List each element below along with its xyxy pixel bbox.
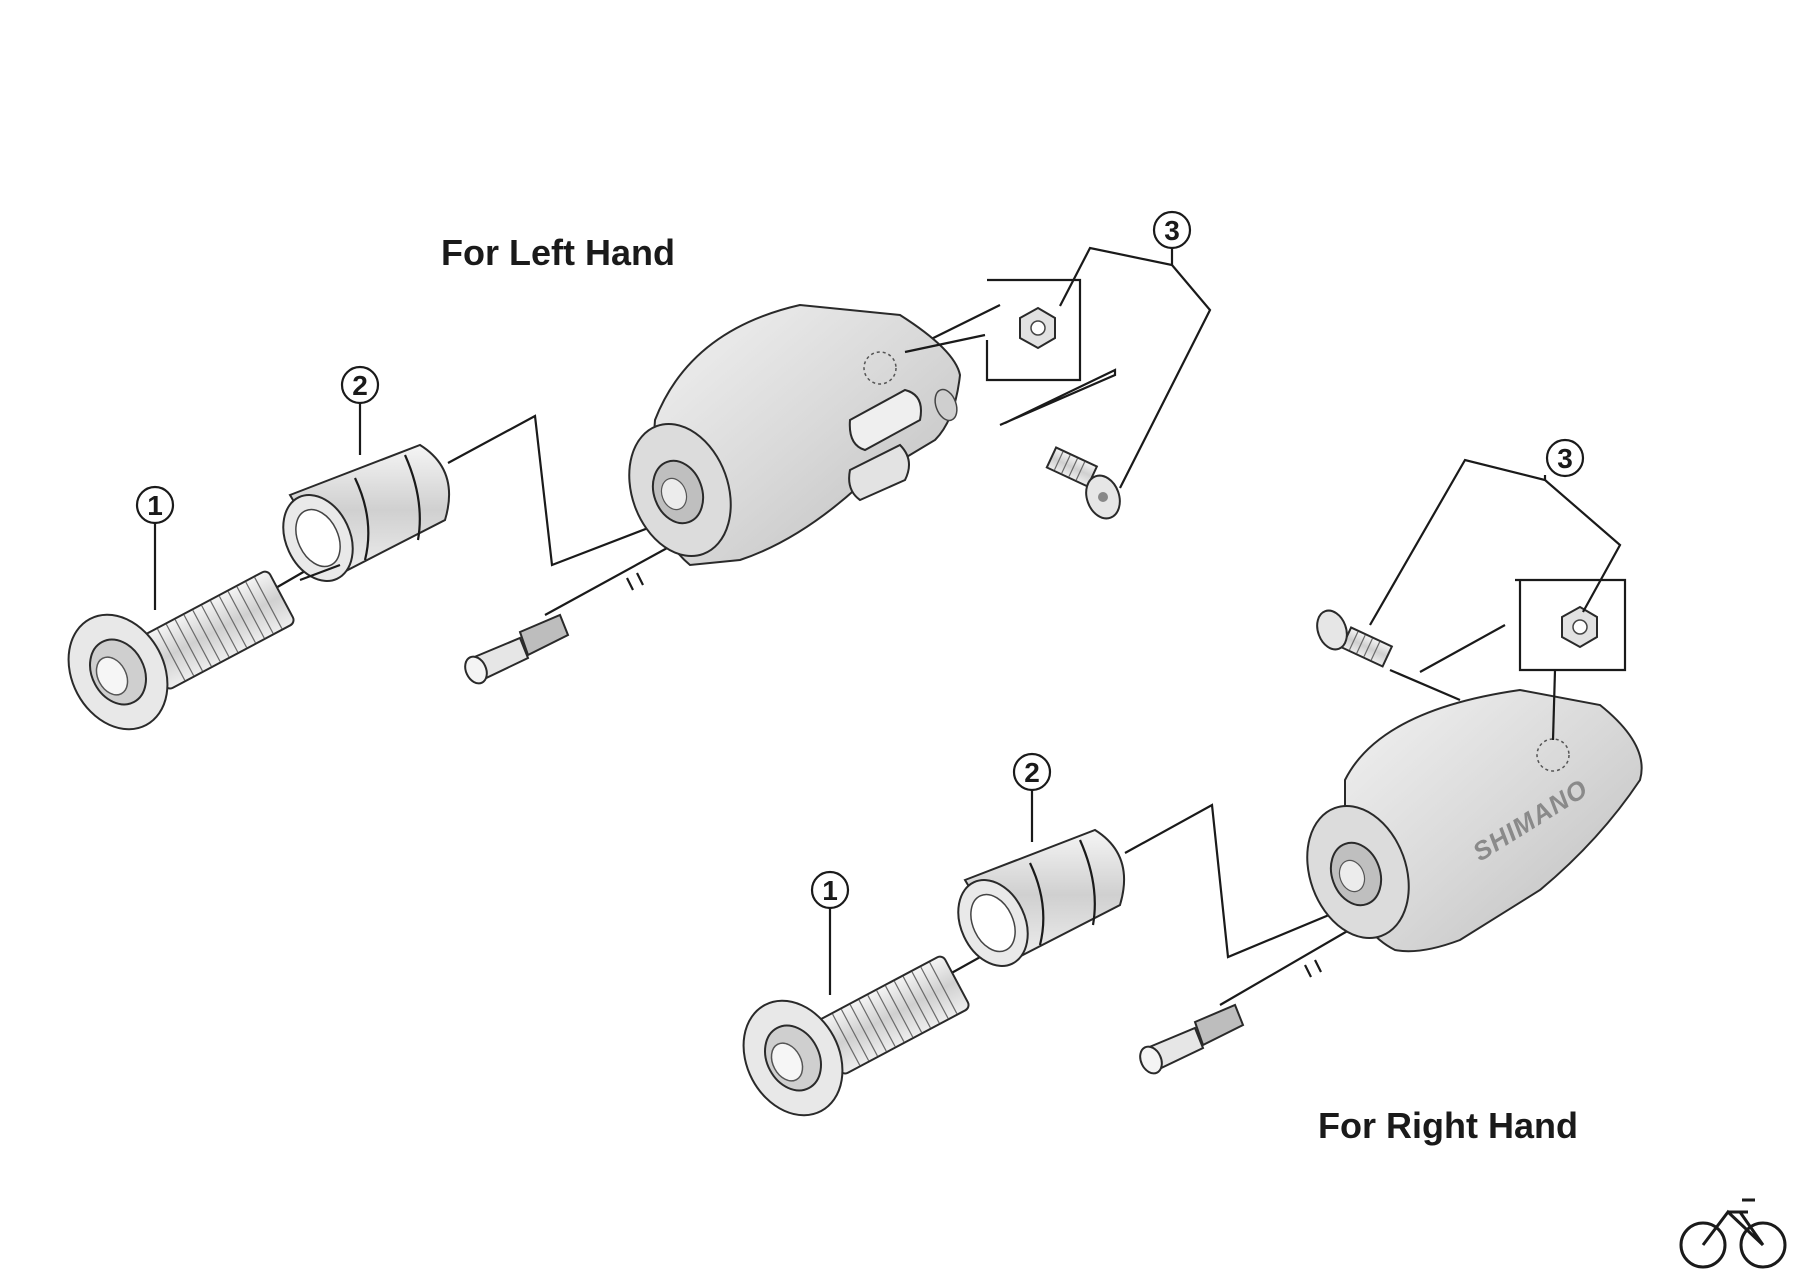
left-callout-3: 3 (1059, 210, 1212, 489)
left-bar-end-bolt (67, 570, 295, 731)
right-plug-sleeve (957, 828, 1126, 967)
right-clamp-bolt-line (1389, 668, 1461, 702)
right-nut-detail (1515, 578, 1627, 741)
right-assembly-line (1124, 803, 1366, 959)
svg-text:3: 3 (1164, 215, 1180, 246)
bicycle-icon (1679, 1198, 1787, 1269)
left-assembly-line (447, 414, 696, 567)
left-callout-1: 1 (135, 485, 175, 610)
left-cable-end (464, 572, 644, 685)
svg-text:3: 3 (1557, 443, 1573, 474)
left-plug-sleeve (282, 443, 451, 582)
right-shifter-body: SHIMANO (1306, 688, 1643, 953)
svg-text:2: 2 (352, 370, 368, 401)
right-cable-end (1139, 959, 1322, 1075)
right-clamp-bolt (1316, 609, 1394, 668)
left-clamp-bolt (1045, 446, 1121, 520)
right-hand-title: For Right Hand (1318, 1105, 1578, 1146)
svg-text:2: 2 (1024, 757, 1040, 788)
right-callout-2: 2 (1012, 752, 1052, 842)
right-callout-1: 1 (810, 870, 850, 995)
left-nut-detail (904, 278, 1082, 382)
right-nut-line (1419, 624, 1506, 673)
right-callout-3: 3 (1369, 438, 1622, 626)
right-bar-end-bolt (742, 955, 970, 1117)
left-callout-2: 2 (340, 365, 380, 455)
svg-text:1: 1 (822, 875, 838, 906)
svg-text:1: 1 (147, 490, 163, 521)
left-clamp-bolt-line (999, 368, 1117, 427)
left-hand-title: For Left Hand (441, 232, 675, 273)
right-assembly: SHIMANO 1 (742, 438, 1643, 1117)
left-assembly: 1 2 3 (67, 210, 1212, 731)
left-shifter-body (628, 303, 962, 567)
